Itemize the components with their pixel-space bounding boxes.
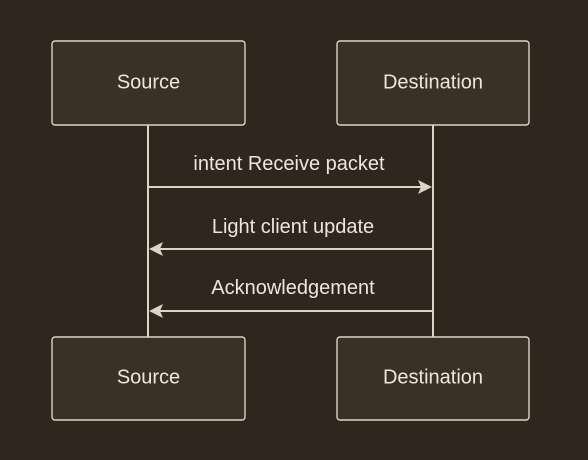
participant-label-destination-bottom: Destination <box>383 366 483 388</box>
message-label-3: Acknowledgement <box>211 277 375 299</box>
participant-source-bottom: Source <box>51 336 246 421</box>
participant-destination-top: Destination <box>336 40 530 126</box>
message-1: intent Receive packet <box>148 153 432 194</box>
participant-source-top: Source <box>51 40 246 126</box>
participant-label-source-top: Source <box>117 71 180 93</box>
arrow-left-icon <box>149 242 163 256</box>
message-3: Acknowledgement <box>149 277 433 318</box>
participant-label-source-bottom: Source <box>117 366 180 388</box>
message-label-1: intent Receive packet <box>193 153 385 175</box>
arrow-left-icon <box>149 304 163 318</box>
participant-label-destination-top: Destination <box>383 71 483 93</box>
arrow-right-icon <box>418 180 432 194</box>
message-2: Light client update <box>149 216 433 256</box>
message-label-2: Light client update <box>212 216 374 238</box>
participant-destination-bottom: Destination <box>336 336 530 421</box>
